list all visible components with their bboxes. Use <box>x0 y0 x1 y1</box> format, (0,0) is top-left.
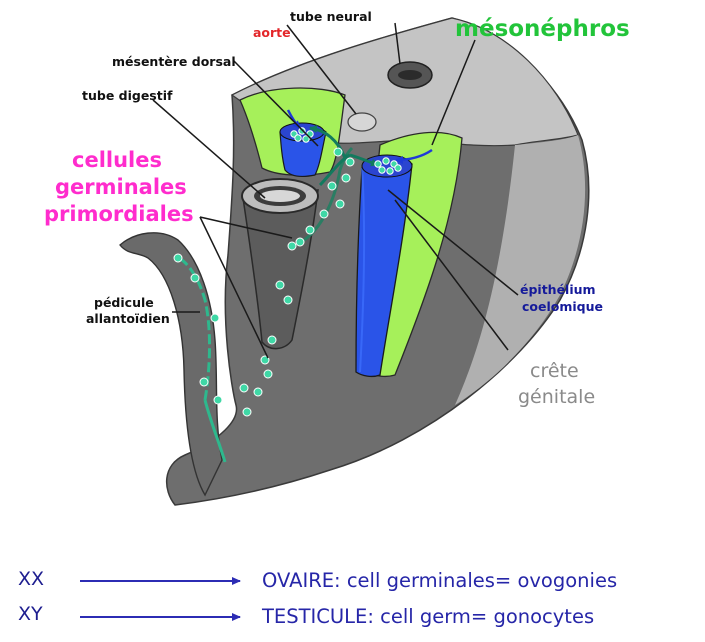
germ-cell <box>240 384 248 392</box>
aorte <box>348 113 376 131</box>
germ-cell <box>328 182 336 190</box>
label-mesentere-dorsal: mésentère dorsal <box>112 54 236 69</box>
germ-cell <box>288 242 296 250</box>
germ-cell <box>346 158 354 166</box>
germ-cell <box>336 200 344 208</box>
germ-cell <box>200 378 208 386</box>
label-tube-digestif: tube digestif <box>82 88 173 103</box>
legend-key-xx: XX <box>18 568 44 590</box>
germ-cell <box>174 254 182 262</box>
label-crete-1: crête <box>530 360 579 382</box>
germ-cell <box>191 274 199 282</box>
germ-cell <box>306 226 314 234</box>
label-pedicule-2: allantoïdien <box>86 311 170 326</box>
germ-cell <box>243 408 251 416</box>
germ-cell <box>296 238 304 246</box>
label-aorte: aorte <box>253 25 291 40</box>
label-epithelium-1: épithélium <box>520 282 596 297</box>
legend-key-xy: XY <box>18 603 43 625</box>
germ-cell <box>214 396 222 404</box>
germ-cell <box>264 370 272 378</box>
germ-cell <box>342 174 350 182</box>
legend-row-xx: XX OVAIRE: cell germinales= ovogonies <box>18 568 617 592</box>
legend-text-xy: TESTICULE: cell germ= gonocytes <box>261 605 594 628</box>
germ-cell <box>211 314 219 322</box>
tube-neural <box>388 62 432 88</box>
germ-cell <box>276 281 284 289</box>
label-mesonephros: mésonéphros <box>455 16 630 42</box>
germ-cell <box>268 336 276 344</box>
label-pedicule-1: pédicule <box>94 295 154 310</box>
label-crete-2: génitale <box>518 386 595 408</box>
germ-cell <box>387 168 393 174</box>
legend: XX OVAIRE: cell germinales= ovogonies XY… <box>18 568 617 628</box>
germ-cell <box>334 148 342 156</box>
pedicule-allantoidien <box>120 233 222 495</box>
label-epithelium-2: coelomique <box>522 299 603 314</box>
germ-cell <box>320 210 328 218</box>
germ-cell <box>383 158 389 164</box>
germ-cell <box>379 167 385 173</box>
label-cellules-2: germinales <box>55 175 187 199</box>
legend-row-xy: XY TESTICULE: cell germ= gonocytes <box>18 603 594 628</box>
label-tube-neural: tube neural <box>290 9 372 24</box>
label-cellules-1: cellules <box>72 148 162 172</box>
germ-cell <box>284 296 292 304</box>
germ-cell <box>254 388 262 396</box>
legend-text-xx: OVAIRE: cell germinales= ovogonies <box>262 569 617 592</box>
germ-cell <box>295 135 301 141</box>
germ-cell <box>375 161 381 167</box>
germ-cell <box>395 165 401 171</box>
label-cellules-3: primordiales <box>44 202 194 226</box>
